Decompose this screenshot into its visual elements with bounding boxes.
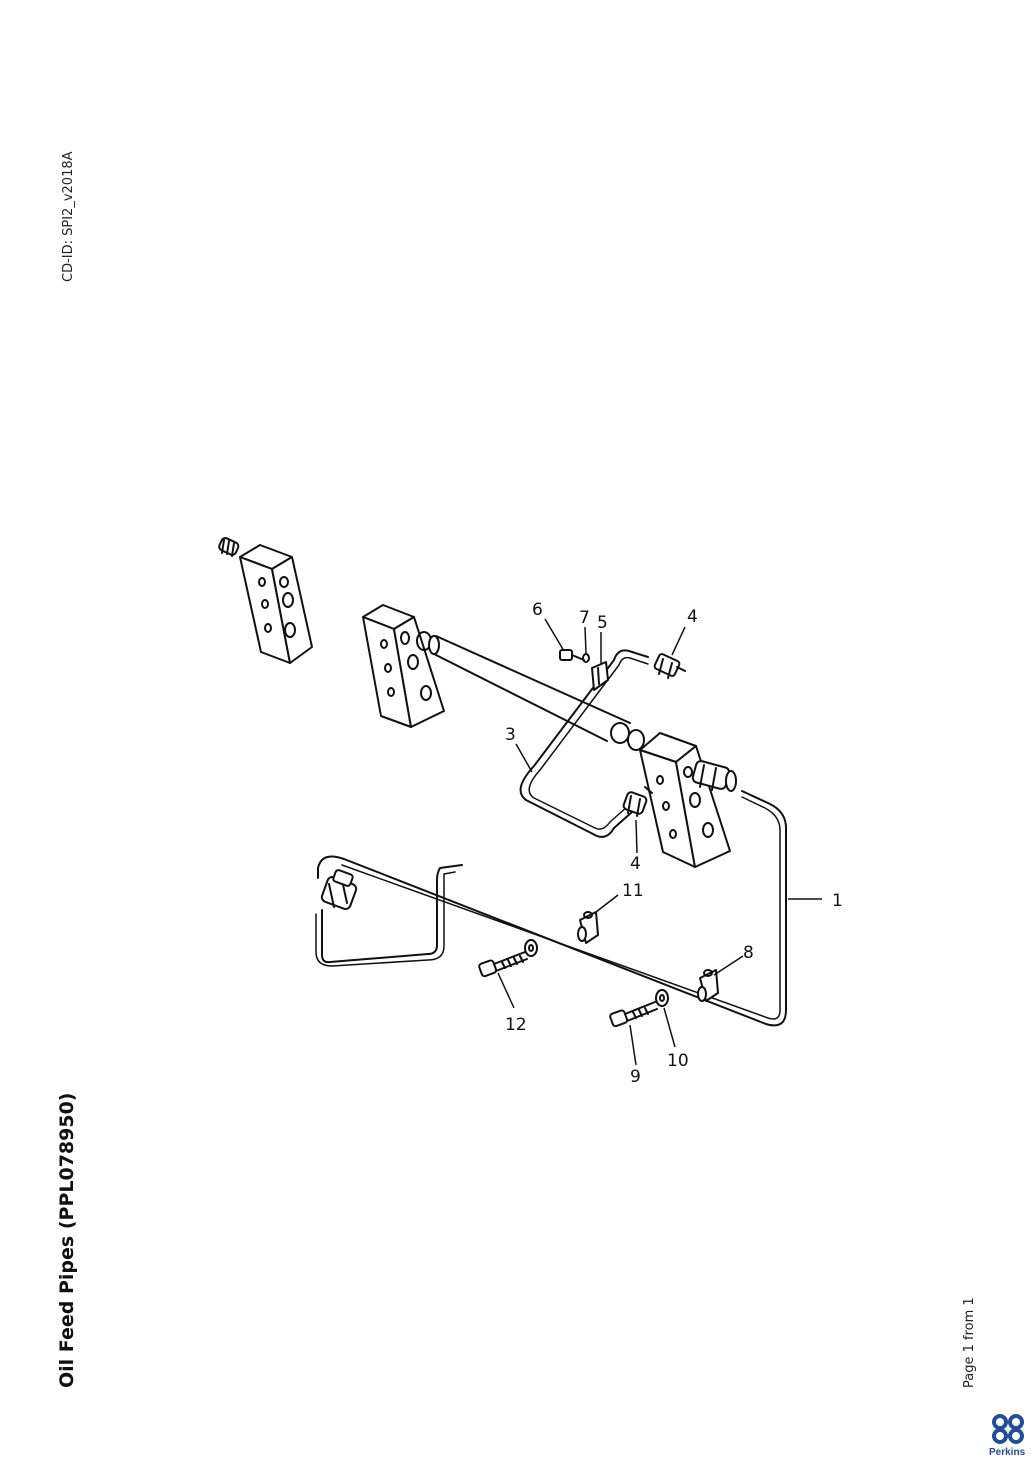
callout-8: 8 [743,943,754,963]
callout-7: 7 [579,608,590,628]
callout-4-lower: 4 [630,854,641,874]
bolt-9 [609,1001,658,1028]
callout-10: 10 [667,1051,689,1071]
washer-10 [655,989,669,1007]
callout-5: 5 [597,613,608,633]
oil-feed-pipe-1 [317,790,787,1027]
manifold-block-middle [362,604,445,728]
pipe-fitting [691,760,737,792]
clamp-11 [577,911,599,944]
brand-name: Perkins [989,1447,1026,1458]
bolt-12 [478,951,528,978]
adaptor-4-upper [653,653,686,679]
adaptor-4-lower [622,786,653,817]
oil-feed-pipe-3 [519,649,649,838]
leader-lines [497,618,822,1066]
perkins-logo [992,1414,1024,1444]
manifold-block-left [239,544,313,664]
callout-3: 3 [505,725,516,745]
callout-labels: 1 3 4 4 5 6 7 8 9 10 11 12 [505,600,843,1087]
pipe-nut-left [320,869,358,910]
screw-6 [559,649,585,661]
callout-6: 6 [532,600,543,620]
callout-11: 11 [622,881,644,901]
manifold-block-right [639,732,731,868]
o-ring [627,729,645,751]
transfer-tube [428,635,631,744]
callout-4-upper: 4 [687,607,698,627]
oil-feed-pipe-lower [321,864,463,964]
washer-7 [582,653,590,663]
clamp-8 [697,969,719,1002]
clip-5 [591,661,609,691]
callout-12: 12 [505,1015,527,1035]
callout-9: 9 [630,1067,641,1087]
callout-1: 1 [832,891,843,911]
plug [218,537,240,557]
washer-12 [524,939,538,957]
